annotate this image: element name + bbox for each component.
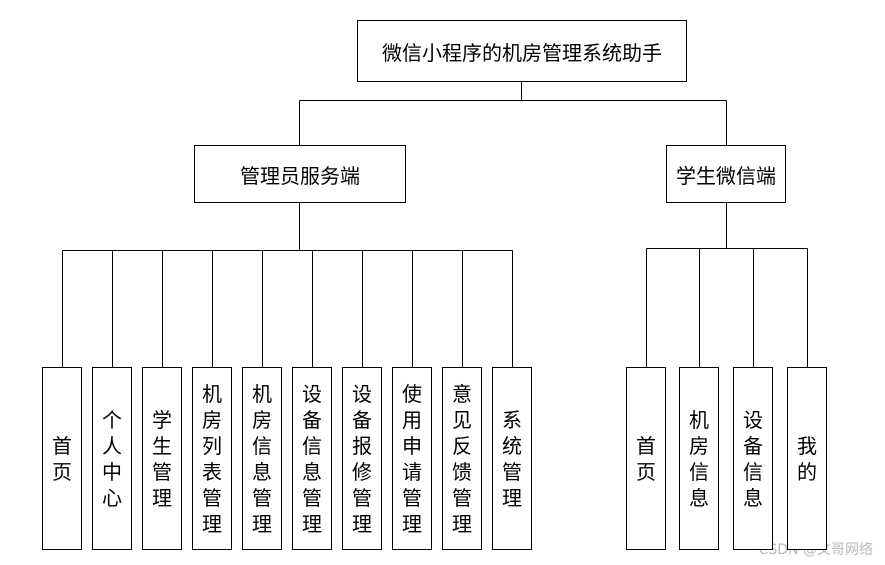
leaf-node-label: 设备信息管理	[302, 381, 322, 536]
leaf-node: 首页	[626, 367, 666, 550]
leaf-node: 机房信息管理	[242, 367, 282, 550]
leaf-node-label: 机房信息	[689, 407, 709, 510]
leaf-node: 系统管理	[492, 367, 532, 550]
leaf-node: 设备信息	[733, 367, 773, 550]
leaf-node-label: 首页	[52, 433, 72, 484]
leaf-node: 设备信息管理	[292, 367, 332, 550]
leaf-node: 机房信息	[679, 367, 719, 550]
root-node-label: 微信小程序的机房管理系统助手	[382, 40, 662, 65]
leaf-node-label: 机房信息管理	[252, 381, 272, 536]
leaf-node: 我的	[787, 367, 827, 550]
root-node: 微信小程序的机房管理系统助手	[357, 20, 687, 82]
leaf-node: 设备报修管理	[342, 367, 382, 550]
leaf-node: 学生管理	[142, 367, 182, 550]
leaf-node-label: 首页	[636, 433, 656, 484]
leaf-node-label: 学生管理	[152, 407, 172, 510]
leaf-node-label: 意见反馈管理	[452, 381, 472, 536]
leaf-node: 机房列表管理	[192, 367, 232, 550]
leaf-node: 意见反馈管理	[442, 367, 482, 550]
leaf-node: 个人中心	[92, 367, 132, 550]
leaf-node: 使用申请管理	[392, 367, 432, 550]
leaf-node-label: 我的	[797, 433, 817, 484]
branch-node-label: 学生微信端	[676, 163, 776, 188]
leaf-node: 首页	[42, 367, 82, 550]
branch-node-student: 学生微信端	[666, 145, 786, 203]
branch-node-admin: 管理员服务端	[194, 145, 406, 203]
leaf-node-label: 使用申请管理	[402, 381, 422, 536]
leaf-node-label: 机房列表管理	[202, 381, 222, 536]
leaf-node-label: 设备信息	[743, 407, 763, 510]
leaf-node-label: 个人中心	[102, 407, 122, 510]
branch-node-label: 管理员服务端	[240, 163, 360, 188]
leaf-node-label: 系统管理	[502, 407, 522, 510]
leaf-node-label: 设备报修管理	[352, 381, 372, 536]
